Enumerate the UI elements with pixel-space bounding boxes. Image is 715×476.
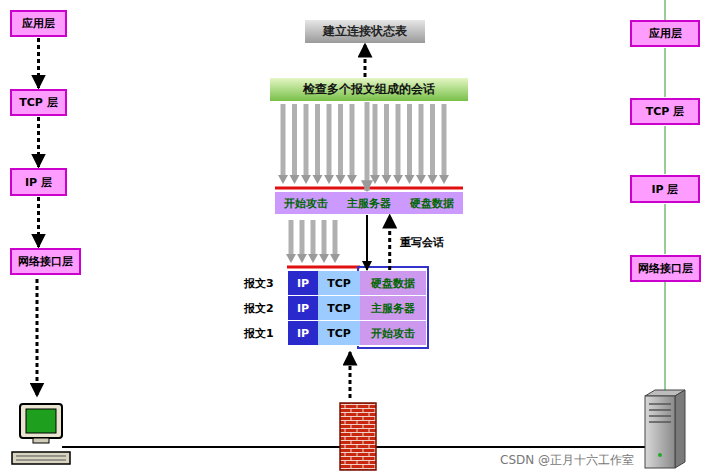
firewall-icon xyxy=(340,403,376,470)
watermark: CSDN @正月十六工作室 xyxy=(500,452,634,469)
packet-label: 报文1 xyxy=(244,326,274,341)
flow-arrow xyxy=(388,215,391,270)
ip-cell: IP xyxy=(288,296,318,321)
computer-icon xyxy=(12,404,70,464)
stack-line xyxy=(665,282,666,390)
inspection-band: 检查多个报文组成的会话 xyxy=(270,78,468,101)
node-text: IP xyxy=(297,302,309,315)
tcp-cell: TCP xyxy=(318,271,360,296)
node-text: 建立连接状态表 xyxy=(323,23,407,40)
layer-box: TCP 层 xyxy=(10,89,67,116)
node-text: TCP 层 xyxy=(646,104,684,119)
node-text: 硬盘数据 xyxy=(410,196,454,211)
flow-arrow xyxy=(37,197,40,247)
layer-box: IP 层 xyxy=(10,168,67,196)
edge-label: 重写会话 xyxy=(398,235,446,250)
server-icon xyxy=(645,390,685,468)
layer-box: 应用层 xyxy=(10,10,67,37)
node-text: 主服务器 xyxy=(347,196,391,211)
node-text: IP xyxy=(297,327,309,340)
packet-label: 报文2 xyxy=(244,301,274,316)
layer-box: 网络接口层 xyxy=(10,248,81,275)
flow-arrow xyxy=(37,117,40,167)
flow-arrow xyxy=(366,215,368,270)
node-text: TCP xyxy=(327,302,351,315)
flow-arrow xyxy=(37,38,40,88)
data-cell: 主服务器 xyxy=(360,296,426,321)
node-text: 开始攻击 xyxy=(284,196,328,211)
tcp-cell: TCP xyxy=(318,296,360,321)
flow-arrow xyxy=(349,352,352,398)
node-text: TCP xyxy=(327,277,351,290)
stack-link xyxy=(665,48,666,97)
node-text: 应用层 xyxy=(22,16,55,31)
node-text: 应用层 xyxy=(649,26,682,41)
flow-arrow xyxy=(365,102,370,191)
flow-arrow xyxy=(36,279,39,396)
stack-link xyxy=(665,204,666,254)
node-text: 主服务器 xyxy=(371,301,415,316)
data-cell: 开始攻击 xyxy=(360,321,426,346)
node-text: TCP 层 xyxy=(19,95,57,110)
flow-arrow xyxy=(364,44,367,77)
session-band: 开始攻击 主服务器 硬盘数据 xyxy=(275,192,463,214)
node-text: TCP xyxy=(327,327,351,340)
layer-box: TCP 层 xyxy=(630,98,700,125)
stack-line xyxy=(665,0,666,20)
layer-box: 应用层 xyxy=(630,20,700,47)
node-text: 网络接口层 xyxy=(18,254,73,269)
layer-box: 网络接口层 xyxy=(630,255,701,282)
stack-link xyxy=(665,126,666,174)
packet-arrows xyxy=(278,104,449,263)
red-line xyxy=(287,266,360,269)
node-text: IP 层 xyxy=(25,175,52,190)
node-text: IP xyxy=(297,277,309,290)
node-text: IP 层 xyxy=(652,182,679,197)
node-text: 检查多个报文组成的会话 xyxy=(303,81,435,98)
node-text: 硬盘数据 xyxy=(371,276,415,291)
data-outline xyxy=(358,267,428,348)
state-table-box: 建立连接状态表 xyxy=(305,20,425,43)
node-text: 网络接口层 xyxy=(638,261,693,276)
ip-cell: IP xyxy=(288,321,318,346)
tcp-cell: TCP xyxy=(318,321,360,346)
packet-label: 报文3 xyxy=(244,276,274,291)
layer-box: IP 层 xyxy=(630,175,700,203)
data-cell: 硬盘数据 xyxy=(360,271,426,296)
node-text: 开始攻击 xyxy=(371,326,415,341)
ip-cell: IP xyxy=(288,271,318,296)
